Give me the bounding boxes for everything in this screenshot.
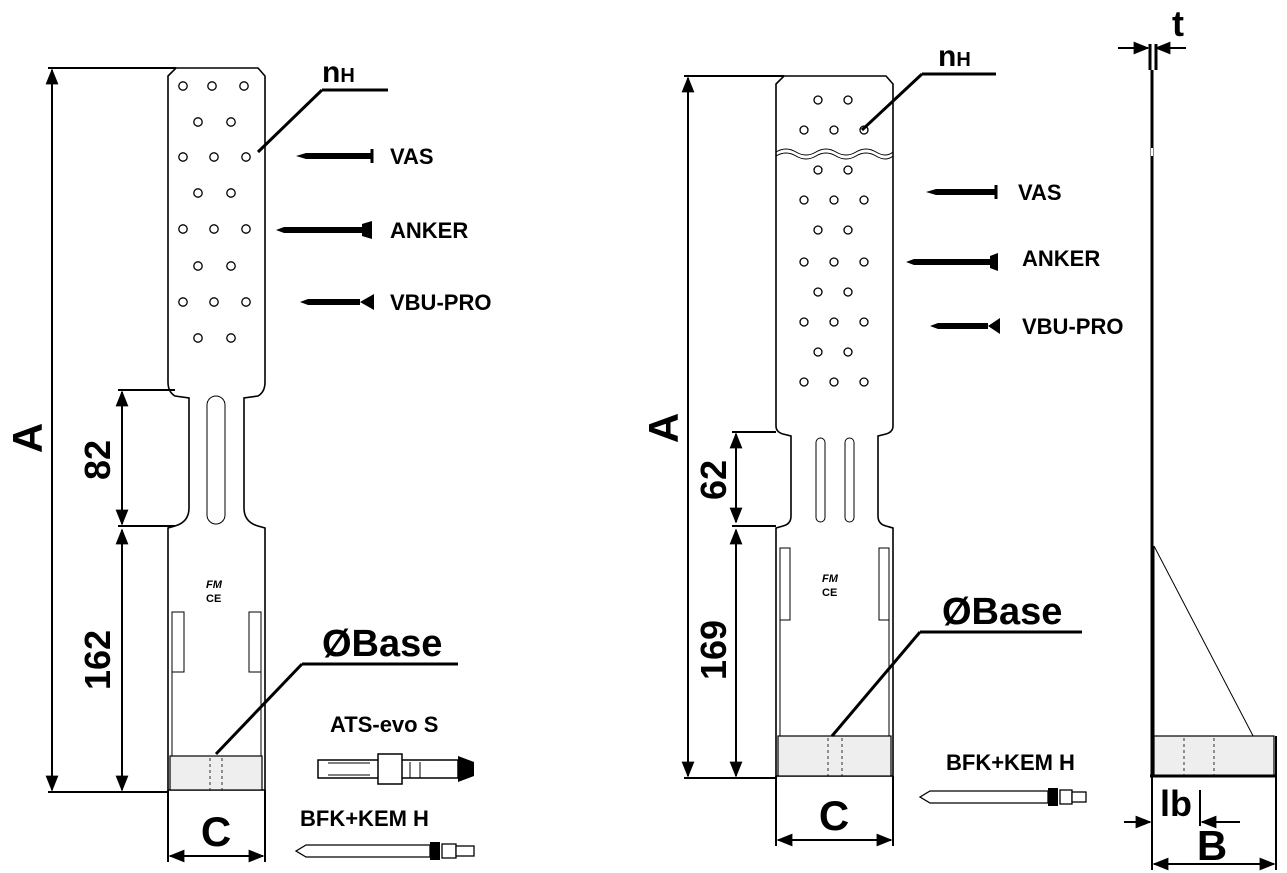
- nail-hole: [813, 347, 823, 357]
- right-dim-169-label: 169: [693, 620, 734, 680]
- left-anchor-bfk: BFK+KEM H: [300, 806, 429, 831]
- right-logo-fm: FM: [822, 573, 839, 585]
- nail-hole: [829, 125, 839, 135]
- right-screw-anker: [906, 253, 998, 271]
- right-anchor-bfk-drawing: [918, 788, 1087, 806]
- nail-hole: [241, 297, 251, 307]
- nail-hole: [226, 117, 236, 127]
- right-anchor-bfk: BFK+KEM H: [946, 750, 1075, 775]
- right-dim-c-label: C: [819, 792, 849, 839]
- left-screw-vbu: [300, 294, 374, 310]
- nail-hole: [178, 297, 188, 307]
- nail-hole: [193, 188, 203, 198]
- nail-hole: [813, 225, 823, 235]
- nail-hole: [178, 81, 188, 91]
- nail-hole: [829, 257, 839, 267]
- left-nail-holes: [178, 81, 251, 343]
- left-base-block: [169, 755, 263, 791]
- right-dim-a-label: A: [640, 413, 687, 443]
- nail-hole: [209, 297, 219, 307]
- nail-hole: [239, 81, 249, 91]
- nail-hole: [193, 333, 203, 343]
- left-dim-c-label: C: [201, 808, 231, 855]
- nail-hole: [799, 125, 809, 135]
- nail-hole: [813, 287, 823, 297]
- left-anchor-ats-drawing: [317, 753, 474, 785]
- nail-hole: [829, 317, 839, 327]
- right-logo-ce: CE: [822, 587, 837, 599]
- left-anchor-bfk-drawing: [294, 842, 475, 860]
- left-fastener-anker: ANKER: [390, 218, 468, 243]
- nail-hole: [209, 152, 219, 162]
- nail-hole: [843, 95, 853, 105]
- nail-hole: [799, 317, 809, 327]
- left-fastener-vbu: VBU-PRO: [390, 290, 491, 315]
- nail-hole: [859, 317, 869, 327]
- nail-hole: [843, 347, 853, 357]
- nail-hole: [193, 261, 203, 271]
- nail-hole: [178, 224, 188, 234]
- right-screw-vbu: [930, 318, 1000, 334]
- right-nail-holes: [799, 95, 869, 387]
- nail-hole: [226, 188, 236, 198]
- right-nh-label: nH: [938, 40, 971, 73]
- left-dim-162-label: 162: [77, 630, 118, 690]
- side-dim-b-label: B: [1197, 822, 1227, 869]
- left-plate-outline: [167, 67, 266, 791]
- nail-hole: [207, 81, 217, 91]
- nail-hole: [843, 225, 853, 235]
- left-screw-vas: [296, 149, 374, 163]
- right-fastener-vbu: VBU-PRO: [1022, 314, 1123, 339]
- left-dim-82-label: 82: [77, 440, 118, 480]
- nail-hole: [193, 117, 203, 127]
- left-dim-a-label: A: [4, 423, 51, 453]
- left-slot: [206, 395, 226, 525]
- left-logo-fm: FM: [206, 579, 223, 591]
- nail-hole: [226, 333, 236, 343]
- nail-hole: [813, 165, 823, 175]
- side-dim-lb-label: lb: [1160, 783, 1192, 824]
- nail-hole: [843, 287, 853, 297]
- nail-hole: [241, 152, 251, 162]
- side-view: t lb B: [1118, 3, 1277, 871]
- right-plate-outline: [775, 75, 894, 777]
- right-fastener-anker: ANKER: [1022, 246, 1100, 271]
- nail-hole: [843, 165, 853, 175]
- right-base-block: [777, 735, 892, 777]
- left-fastener-vas: VAS: [390, 144, 434, 169]
- nail-hole: [209, 224, 219, 234]
- right-screw-vas: [926, 185, 998, 199]
- left-anchor-ats: ATS-evo S: [330, 712, 438, 737]
- nail-hole: [178, 152, 188, 162]
- nail-hole: [241, 224, 251, 234]
- left-screw-anker: [276, 221, 372, 239]
- left-base-label: ØBase: [322, 623, 442, 665]
- right-view: FM CE A 62 169 C nH VAS: [640, 40, 1123, 847]
- left-nh-label: nH: [322, 56, 355, 89]
- nail-hole: [829, 377, 839, 387]
- nail-hole: [829, 195, 839, 205]
- nail-hole: [859, 377, 869, 387]
- right-fastener-vas: VAS: [1018, 180, 1062, 205]
- nail-hole: [799, 257, 809, 267]
- nail-hole: [859, 195, 869, 205]
- left-view: FM CE A 82 162 C nH VAS: [4, 56, 491, 863]
- nail-hole: [226, 261, 236, 271]
- side-dim-t-label: t: [1172, 3, 1184, 44]
- nail-hole: [799, 377, 809, 387]
- right-dim-62-label: 62: [693, 460, 734, 500]
- nail-hole: [859, 257, 869, 267]
- nail-hole: [813, 95, 823, 105]
- right-break-line: [775, 148, 894, 156]
- right-base-label: ØBase: [942, 591, 1062, 633]
- nail-hole: [799, 195, 809, 205]
- left-logo-ce: CE: [206, 593, 221, 605]
